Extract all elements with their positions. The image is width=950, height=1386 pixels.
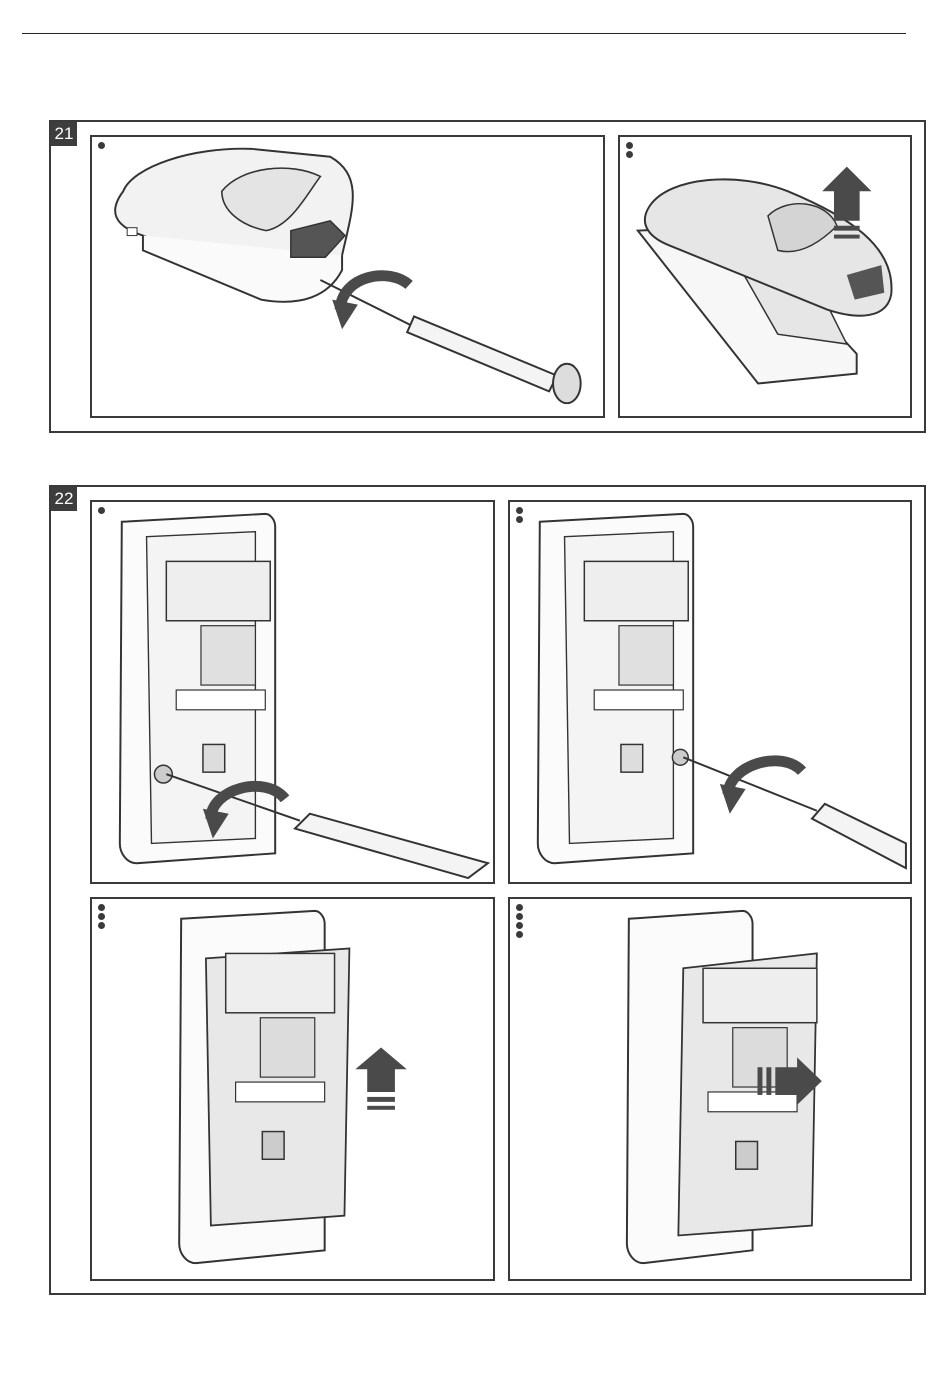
remove-board-right-illustration: [510, 899, 910, 1279]
figure-22-panel-4: [508, 897, 912, 1281]
figure-number: 22: [51, 487, 77, 511]
figure-22: 22: [49, 485, 926, 1295]
detector-cover-screw-illustration: [92, 137, 603, 416]
figure-21-panel-2: [618, 135, 912, 418]
figure-21-panel-1: [90, 135, 605, 418]
lift-cover-illustration: [620, 137, 910, 416]
header-rule: [22, 33, 906, 34]
base-screw-right-illustration: [510, 502, 910, 882]
figure-22-panel-1: [90, 500, 495, 884]
figure-21: 21: [49, 120, 926, 433]
slide-board-up-illustration: [92, 899, 493, 1279]
figure-number: 21: [51, 122, 77, 146]
figure-22-panel-2: [508, 500, 912, 884]
base-screw-left-illustration: [92, 502, 493, 882]
figure-22-panel-3: [90, 897, 495, 1281]
